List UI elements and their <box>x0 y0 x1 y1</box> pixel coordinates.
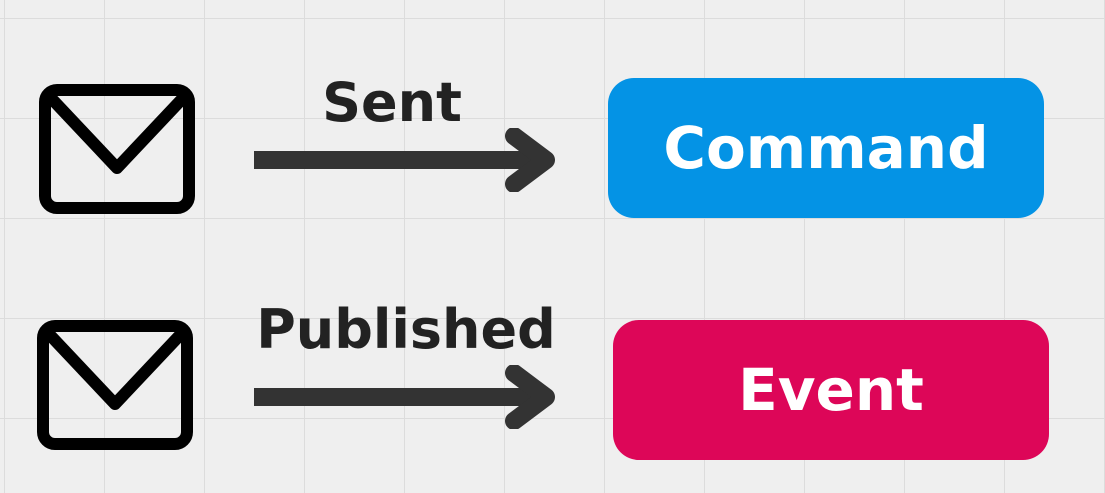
sent-label: Sent <box>322 71 462 134</box>
event-label: Event <box>738 356 924 424</box>
sent-arrow <box>252 128 562 192</box>
envelope-icon <box>37 82 197 216</box>
command-box: Command <box>608 78 1044 218</box>
envelope-icon <box>35 318 195 452</box>
published-label: Published <box>256 298 556 361</box>
published-arrow <box>252 365 562 429</box>
event-box: Event <box>613 320 1049 460</box>
command-label: Command <box>663 114 989 182</box>
